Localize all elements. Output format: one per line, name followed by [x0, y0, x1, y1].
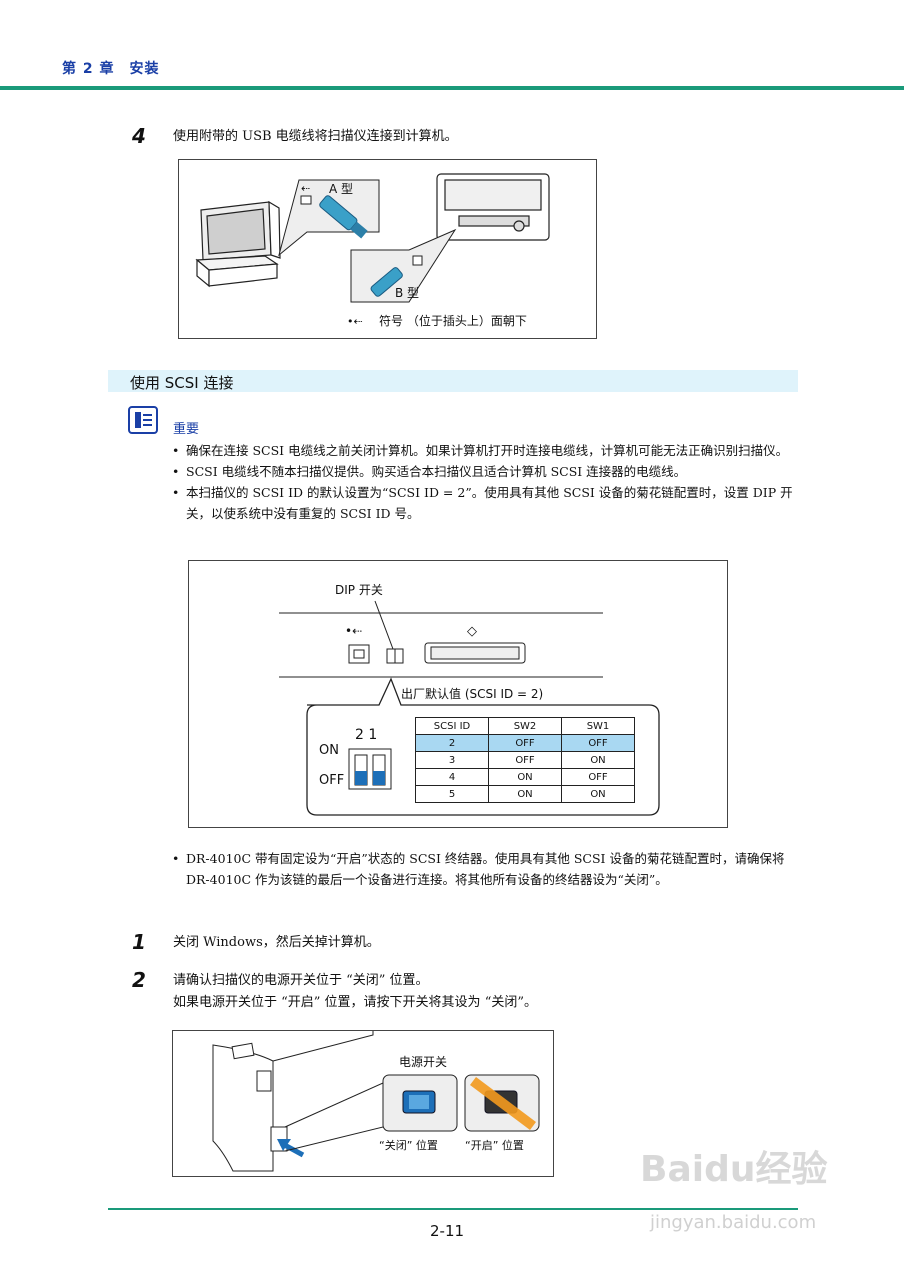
- table-cell: ON: [561, 785, 635, 803]
- power-switch-figure: 电源开关 “关闭” 位置 “开启” 位置: [172, 1030, 554, 1177]
- svg-text:•⇠: •⇠: [345, 624, 362, 638]
- table-cell: OFF: [488, 751, 562, 769]
- switch-numbers: 2 1: [355, 727, 378, 743]
- table-row: 5 ON ON: [415, 785, 635, 803]
- off-position-label: “关闭” 位置: [379, 1139, 438, 1152]
- table-cell: OFF: [561, 768, 635, 786]
- svg-text:◇: ◇: [467, 624, 477, 639]
- table-cell: ON: [561, 751, 635, 769]
- scsi-id-table: SCSI ID SW2 SW1 2 OFF OFF 3 OFF ON 4 ON …: [415, 717, 635, 803]
- table-cell: 3: [415, 751, 489, 769]
- table-cell: ON: [488, 785, 562, 803]
- bullet-item: 确保在连接 SCSI 电缆线之前关闭计算机。如果计算机打开时连接电缆线，计算机可…: [172, 440, 802, 461]
- important-bullets: 确保在连接 SCSI 电缆线之前关闭计算机。如果计算机打开时连接电缆线，计算机可…: [172, 440, 802, 524]
- on-position-label: “开启” 位置: [465, 1139, 524, 1152]
- terminator-note-list: DR-4010C 带有固定设为“开启”状态的 SCSI 终结器。使用具有其他 S…: [172, 848, 800, 890]
- step-text: 关闭 Windows，然后关掉计算机。: [173, 935, 380, 950]
- section-bar: [108, 370, 798, 392]
- table-cell: ON: [488, 768, 562, 786]
- off-label: OFF: [319, 773, 345, 788]
- power-switch-label: 电源开关: [399, 1055, 448, 1069]
- type-b-label: B 型: [395, 286, 419, 300]
- step-number: 2: [132, 968, 146, 992]
- type-a-label: A 型: [329, 182, 353, 196]
- table-header: SW1: [561, 717, 635, 735]
- step-number: 4: [132, 124, 146, 148]
- usb-connection-illustration: A 型 ⇠ B 型 •⇠ 符号 （位于插头上）面朝下: [195, 173, 550, 328]
- bullet-item: SCSI 电缆线不随本扫描仪提供。购买适合本扫描仪且适合计算机 SCSI 连接器…: [172, 461, 802, 482]
- table-header: SCSI ID: [415, 717, 489, 735]
- baidu-watermark-logo: Baidu经验: [640, 1149, 828, 1190]
- step-text: 请确认扫描仪的电源开关位于 “关闭” 位置。: [173, 973, 429, 988]
- table-cell: 4: [415, 768, 489, 786]
- table-cell: 2: [415, 734, 489, 752]
- table-row-default: 2 OFF OFF: [415, 734, 635, 752]
- factory-default-label: 出厂默认值 (SCSI ID = 2): [401, 687, 544, 701]
- header-rule: [0, 86, 904, 90]
- table-row: 4 ON OFF: [415, 768, 635, 786]
- table-cell: 5: [415, 785, 489, 803]
- table-cell: OFF: [561, 734, 635, 752]
- dip-switch-figure: DIP 开关 •⇠ ◇ 出厂默认值 (SCSI ID = 2) 2 1 ON O…: [188, 560, 728, 828]
- watermark-url: jingyan.baidu.com: [650, 1212, 817, 1233]
- svg-text:⇠: ⇠: [301, 182, 310, 195]
- chapter-title: 第 2 章 安装: [62, 61, 160, 77]
- on-label: ON: [319, 743, 339, 758]
- dip-switch-label: DIP 开关: [335, 583, 383, 597]
- section-title: 使用 SCSI 连接: [130, 374, 234, 392]
- important-icon: [128, 406, 158, 434]
- usb-connection-figure: A 型 ⇠ B 型 •⇠ 符号 （位于插头上）面朝下: [178, 159, 597, 339]
- step-text: 使用附带的 USB 电缆线将扫描仪连接到计算机。: [173, 129, 458, 144]
- scanner-side-illustration: [212, 1031, 540, 1172]
- table-header: SW2: [488, 717, 562, 735]
- step-text-secondary: 如果电源开关位于 “开启” 位置，请按下开关将其设为 “关闭”。: [173, 995, 537, 1010]
- table-cell: OFF: [488, 734, 562, 752]
- table-row: 3 OFF ON: [415, 751, 635, 769]
- svg-text:•⇠: •⇠: [347, 315, 363, 328]
- terminator-note: DR-4010C 带有固定设为“开启”状态的 SCSI 终结器。使用具有其他 S…: [172, 848, 800, 890]
- footer-rule: [108, 1208, 798, 1210]
- page-number: 2-11: [430, 1222, 465, 1240]
- step-number: 1: [132, 930, 146, 954]
- important-label: 重要: [173, 422, 200, 437]
- bullet-item: 本扫描仪的 SCSI ID 的默认设置为“SCSI ID = 2”。使用具有其他…: [172, 482, 802, 524]
- usb-symbol-caption: 符号 （位于插头上）面朝下: [379, 313, 527, 328]
